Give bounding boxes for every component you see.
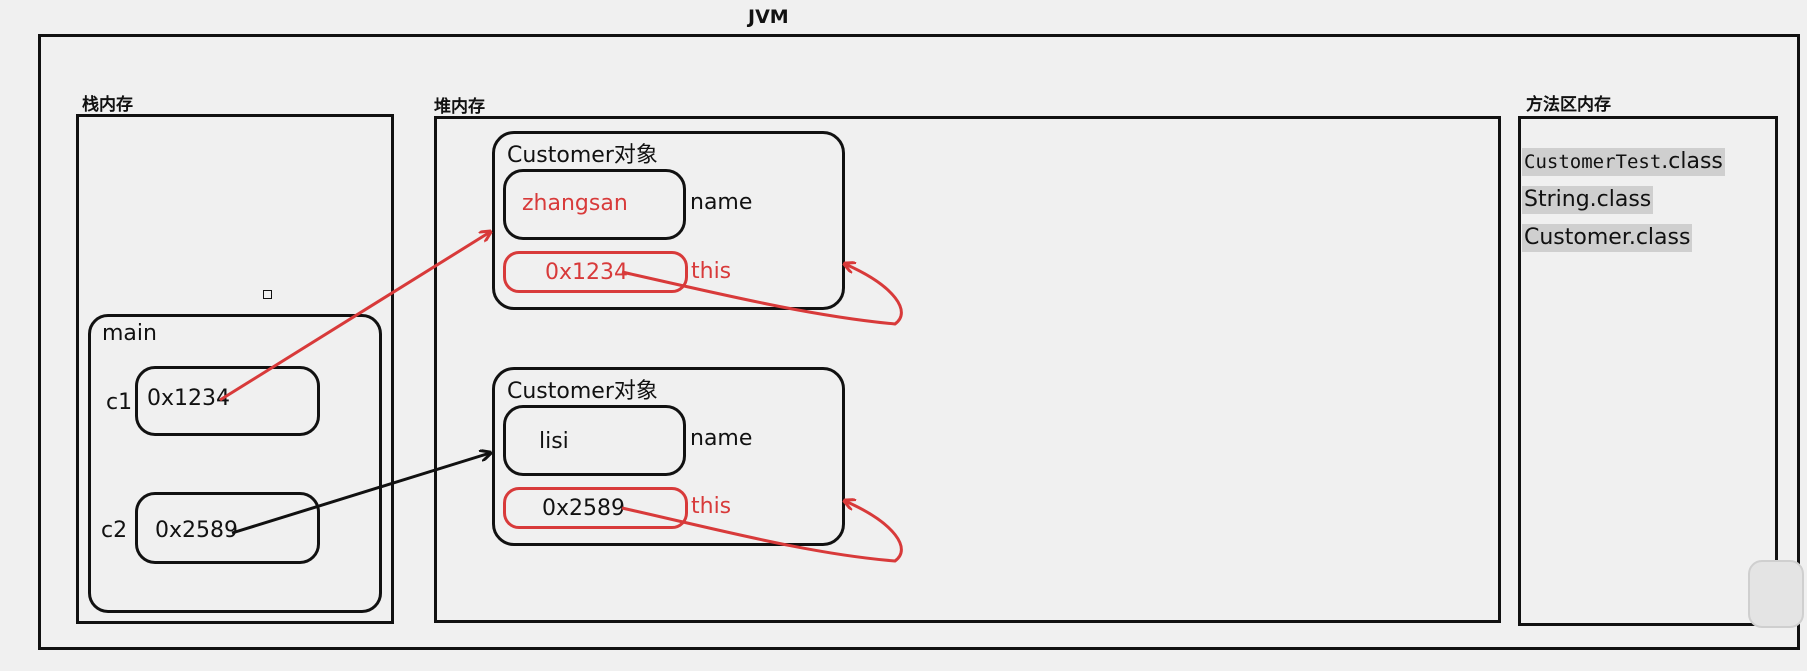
object-1-this-label: this — [691, 259, 732, 284]
class-entry-customer: Customer.class — [1522, 224, 1693, 252]
var-c2-slot — [135, 492, 320, 564]
method-area-label: 方法区内存 — [1526, 95, 1611, 115]
object-2-name-label: name — [690, 426, 753, 451]
object-2-this-label: this — [691, 494, 732, 519]
object-2-name-slot — [503, 405, 686, 476]
class-entry-customertest: CustomerTest.class — [1522, 148, 1725, 176]
object-2-this-value: 0x2589 — [542, 496, 626, 521]
var-c1-value: 0x1234 — [147, 386, 231, 411]
object-1-name-value: zhangsan — [522, 191, 628, 216]
this-self-loop-1 — [621, 264, 903, 326]
customer-object-1 — [492, 131, 845, 310]
object-1-name-slot — [503, 169, 686, 240]
this-self-loop-2 — [621, 501, 903, 563]
class-entry-customertest-name: CustomerTest — [1524, 151, 1662, 173]
customer-object-1-title: Customer对象 — [507, 143, 658, 168]
var-c2-value: 0x2589 — [155, 518, 239, 543]
var-c1-slot — [135, 366, 320, 436]
method-area — [1518, 116, 1778, 626]
object-2-name-value: lisi — [539, 429, 569, 454]
heap-memory-label: 堆内存 — [434, 97, 485, 117]
stack-memory-area — [76, 114, 394, 624]
jvm-container — [38, 34, 1800, 650]
heap-memory-area — [434, 116, 1501, 623]
object-1-this-value: 0x1234 — [545, 260, 629, 285]
player-control-icon[interactable] — [1748, 560, 1804, 628]
small-square — [263, 290, 272, 299]
var-c2-name: c2 — [101, 518, 128, 543]
c1-reference-arrow — [219, 232, 490, 402]
customer-object-2-title: Customer对象 — [507, 379, 658, 404]
class-entry-customertest-ext: .class — [1661, 149, 1723, 174]
jvm-title: JVM — [748, 6, 789, 28]
object-1-this-slot — [503, 251, 688, 293]
object-1-name-label: name — [690, 190, 753, 215]
object-2-this-slot — [503, 487, 688, 529]
stack-memory-label: 栈内存 — [82, 95, 133, 115]
class-entry-string: String.class — [1522, 186, 1654, 214]
var-c1-name: c1 — [106, 390, 133, 415]
main-frame — [88, 314, 382, 613]
main-frame-label: main — [102, 321, 157, 346]
c2-reference-arrow — [231, 453, 490, 535]
